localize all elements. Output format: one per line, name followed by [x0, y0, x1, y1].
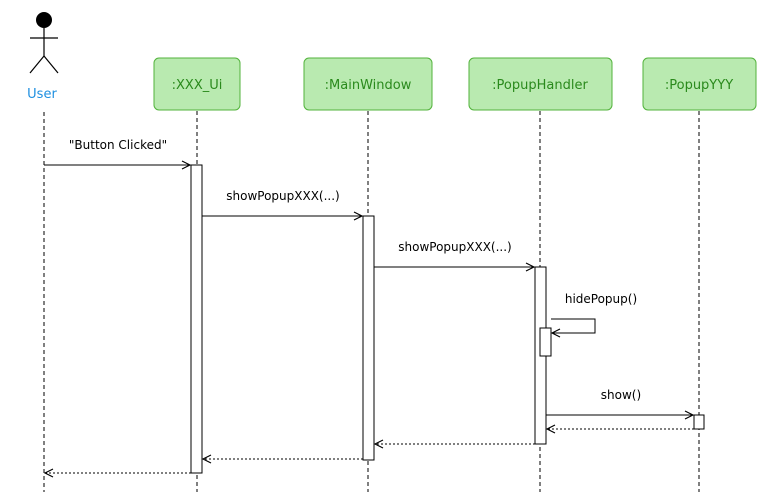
actor-user-label: User	[27, 87, 57, 102]
message-button-clicked-label: "Button Clicked"	[69, 138, 167, 152]
participant-main-window-label: :MainWindow	[325, 78, 412, 93]
message-hide-popup-arrow	[551, 318, 596, 333]
participant-main-window: :MainWindow	[303, 57, 433, 111]
activation-popup-handler-nested	[539, 327, 552, 357]
participant-xxx-ui-label: :XXX_Ui	[172, 78, 223, 93]
message-show-popup-2-label: showPopupXXX(...)	[398, 240, 511, 254]
message-hide-popup-label: hidePopup()	[565, 292, 637, 306]
participant-xxx-ui: :XXX_Ui	[153, 57, 241, 111]
participant-popup-yyy-label: :PopupYYY	[665, 78, 733, 93]
activation-main-window	[362, 215, 375, 461]
activation-xxx-ui	[190, 164, 203, 474]
message-show-label: show()	[601, 388, 641, 402]
message-show-popup-1-label: showPopupXXX(...)	[226, 189, 339, 203]
participant-popup-handler-label: :PopupHandler	[492, 78, 588, 93]
participant-popup-handler: :PopupHandler	[468, 57, 613, 111]
participant-popup-yyy: :PopupYYY	[642, 57, 757, 111]
actor-user-icon	[29, 12, 59, 74]
activation-popup-yyy	[693, 414, 705, 430]
